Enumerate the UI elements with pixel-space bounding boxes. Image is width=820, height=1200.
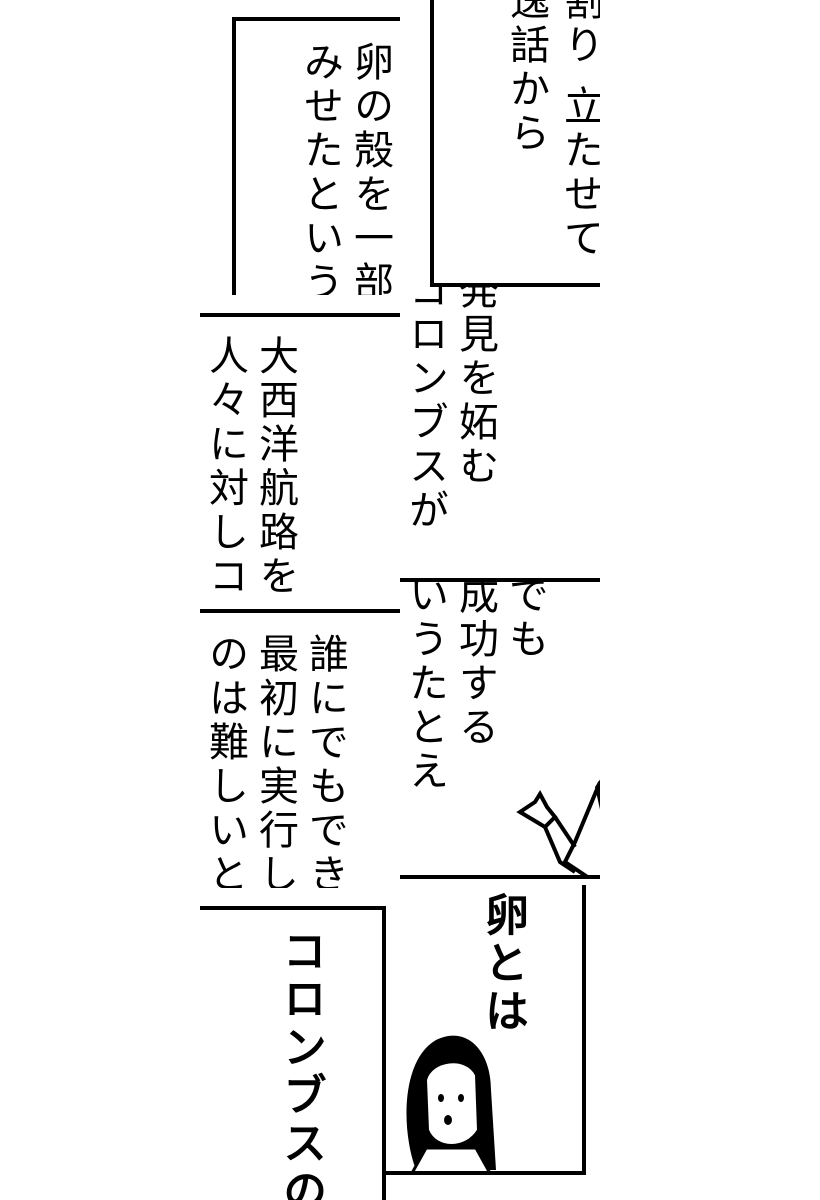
caption-line: 逸話から <box>503 0 549 156</box>
panel-middle-left: 大西洋航路を発 人々に対しコロ <box>200 317 400 592</box>
caption-line: 成功する <box>452 582 498 750</box>
panel-border <box>200 313 400 317</box>
caption-line: 最初に実行し成 <box>252 633 298 888</box>
caption-line: 大西洋航路を発 <box>252 335 298 592</box>
caption-line: 人々に対しコロ <box>202 335 248 592</box>
panel-border <box>232 17 400 21</box>
panel-border <box>430 283 600 287</box>
panel-border <box>232 17 236 295</box>
panel-lower-left: 誰にでもできること 最初に実行し成 のは難しいとい <box>200 613 400 888</box>
panel-border <box>430 0 434 287</box>
caption-line: 割り 立たせて <box>557 0 600 261</box>
panel-border <box>582 885 586 1175</box>
caption-line: いうたとえ <box>402 582 448 794</box>
panel-border <box>400 578 600 582</box>
panel-border <box>386 1171 586 1175</box>
panel-bottom-left: コロンブスの <box>200 910 382 1200</box>
panel-border <box>200 609 400 613</box>
panel-bottom-right: 卵とは <box>386 880 582 1171</box>
panel-border <box>200 906 386 910</box>
caption-line: コロンブスが <box>402 287 448 533</box>
panel-lower-right: でも 成功する いうたとえ <box>400 582 600 876</box>
caption-line: コロンブスの <box>275 928 326 1200</box>
panel-top-left: 卵の殻を一部割 みせたという逸 <box>236 21 400 295</box>
panel-middle-right: 発見を妬む コロンブスが <box>400 287 600 578</box>
panel-border <box>400 875 600 879</box>
woman-character-illustration <box>406 1035 496 1171</box>
caption-line: でも <box>502 582 548 662</box>
caption-line: 卵の殻を一部割 <box>347 41 393 295</box>
caption-line: 発見を妬む <box>452 287 498 489</box>
caption-line: 卵とは <box>477 892 528 1036</box>
caption-line: 誰にでもできること <box>302 633 348 888</box>
panel-top-right: 割り 立たせて 逸話から <box>434 0 600 283</box>
panel-border <box>382 906 386 1200</box>
caption-line: のは難しいとい <box>202 633 248 888</box>
caption-line: みせたという逸 <box>297 41 343 295</box>
pointing-hand-illustration <box>516 779 600 876</box>
